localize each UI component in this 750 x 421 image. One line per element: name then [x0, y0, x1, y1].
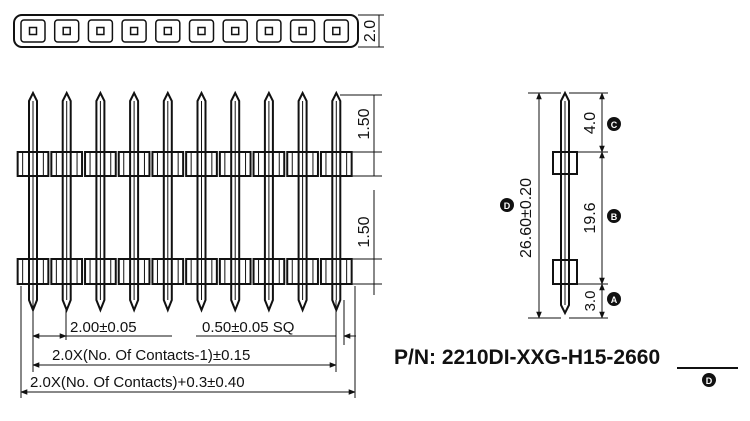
pin-size-label: 0.50±0.05 SQ [202, 319, 294, 336]
marker-d-left [500, 198, 514, 212]
side-bottom-label: 3.0 [582, 291, 599, 312]
front-pin [129, 90, 140, 313]
span-contacts-label: 2.0X(No. Of Contacts-1)±0.15 [52, 347, 250, 364]
front-insulator-block [50, 258, 84, 285]
marker-d-part [702, 373, 716, 387]
side-middle-label: 19.6 [582, 202, 599, 233]
top-contact-square [230, 26, 240, 36]
top-view-contacts [20, 19, 350, 43]
top-contact-cell [20, 19, 46, 43]
marker-b-letter: B [611, 212, 618, 222]
front-pin [297, 90, 308, 313]
top-contact-cell [289, 19, 316, 43]
marker-d-part-letter: D [706, 376, 713, 386]
marker-a-letter: A [611, 295, 618, 305]
front-insulator-block [218, 258, 252, 285]
part-number-prefix: P/N: 2210DI-XXG-H15- [394, 346, 613, 369]
front-insulator-block [252, 151, 286, 177]
front-view-pins [16, 90, 353, 313]
front-pin [331, 90, 342, 313]
top-contact-square [264, 26, 274, 36]
side-view: 26.60±0.20 D 4.0 19.6 3.0 C B A [500, 90, 621, 319]
front-pin [263, 90, 274, 313]
top-contact-square [298, 26, 307, 36]
side-pin [560, 90, 570, 316]
front-insulator-block [252, 258, 286, 285]
front-insulator-block [218, 151, 252, 177]
top-view: 2.0 [13, 14, 384, 48]
front-insulator-block [286, 258, 319, 285]
front-insulator-block [319, 258, 353, 285]
front-pin [196, 90, 207, 313]
side-upper-insulator [552, 151, 578, 175]
top-height-label: 2.0 [362, 20, 379, 42]
top-contact-cell [256, 19, 282, 43]
front-pin [95, 90, 106, 313]
side-overall-label: 26.60±0.20 [518, 178, 535, 258]
front-insulator-block [50, 151, 84, 177]
front-insulator-block [84, 258, 117, 285]
top-contact-cell [53, 19, 80, 43]
side-lower-insulator [552, 259, 578, 285]
top-contact-square [163, 26, 173, 36]
top-contact-square [96, 26, 105, 36]
marker-d-left-letter: D [504, 201, 511, 211]
front-insulator-block [16, 151, 50, 177]
svg-text:P/N: 2210DI-XXG-H15-2660: P/N: 2210DI-XXG-H15-2660 [394, 346, 660, 369]
front-insulator-block [16, 258, 50, 285]
front-insulator-block [117, 151, 151, 177]
marker-a [607, 292, 621, 306]
top-contact-cell [222, 19, 248, 43]
front-insulator-block [151, 258, 185, 285]
front-pin [28, 90, 38, 313]
part-number-suffix: 2660 [613, 346, 660, 369]
front-insulator-block [117, 258, 151, 285]
overall-length-label: 2.0X(No. Of Contacts)+0.3±0.40 [30, 374, 245, 391]
top-contact-square [332, 26, 341, 36]
top-contact-square [197, 26, 206, 36]
front-insulator-block [84, 151, 117, 177]
top-contact-cell [188, 19, 215, 43]
front-insulator-block [151, 151, 185, 177]
front-insulator-block [319, 151, 353, 177]
top-contact-cell [87, 19, 114, 43]
marker-c-letter: C [611, 120, 618, 130]
top-contact-cell [155, 19, 181, 43]
top-contact-square [28, 26, 38, 36]
top-contact-square [62, 26, 71, 36]
front-pin [162, 90, 173, 313]
top-contact-square [129, 26, 139, 36]
marker-b [607, 209, 621, 223]
front-view: 1.50 1.50 2.00±0.05 0.50±0.05 SQ 2.0X(No… [16, 90, 382, 398]
pitch-label: 2.00±0.05 [70, 319, 137, 336]
part-number: P/N: 2210DI-XXG-H15-2660 D [394, 346, 738, 387]
marker-c [607, 117, 621, 131]
front-insulator-block [185, 151, 218, 177]
tip-length-label: 1.50 [356, 108, 373, 139]
front-insulator-block [286, 151, 319, 177]
front-pin [61, 90, 72, 313]
top-view-housing [13, 14, 359, 48]
front-pin [230, 90, 241, 313]
top-contact-cell [323, 19, 350, 43]
insulator-gap-label: 1.50 [356, 216, 373, 247]
front-insulator-block [185, 258, 218, 285]
side-top-label: 4.0 [582, 112, 599, 134]
top-contact-cell [121, 19, 147, 43]
